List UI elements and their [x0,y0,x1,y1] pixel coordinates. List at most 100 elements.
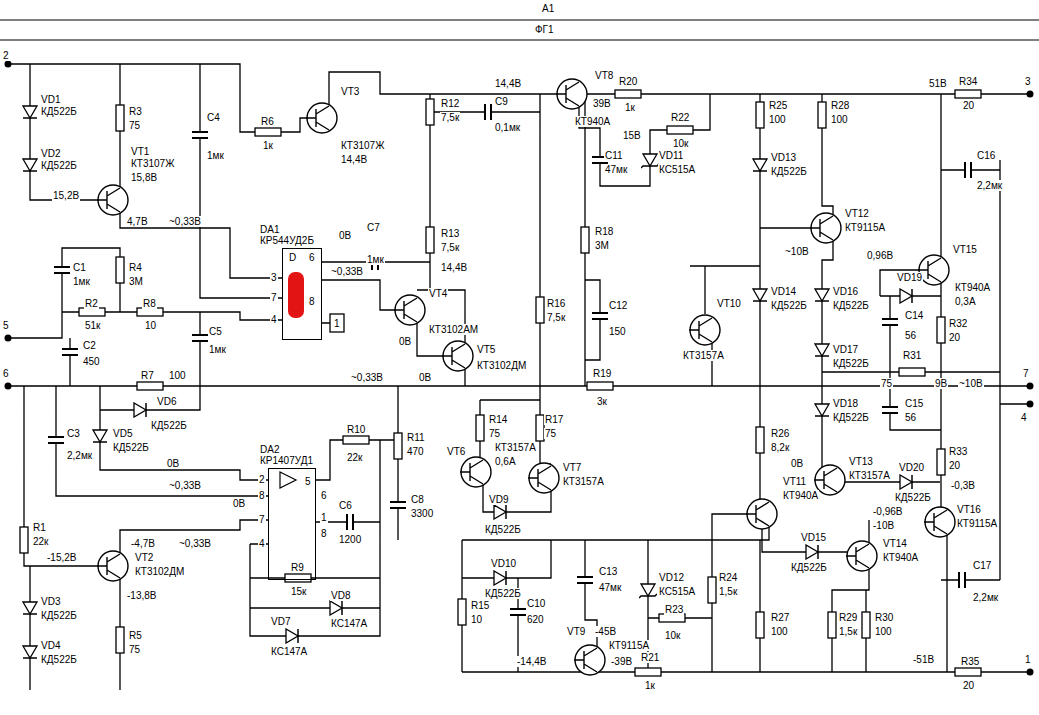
component-label: 100 [770,626,789,637]
component-label: КТ3157А [562,476,605,487]
resistor-symbol [937,449,945,475]
resistor-symbol [458,599,466,625]
resistor-symbol [899,368,925,376]
component-label: VT3 [340,86,360,97]
diode-symbol [494,571,506,585]
component-label: R34 [958,76,978,87]
component-label: R14 [488,414,508,425]
transistor-symbol [528,463,559,493]
component-label: R22 [670,112,690,123]
component-label: КД522Б [112,442,150,453]
component-label: 7,5к [440,112,460,123]
component-label: C16 [976,150,996,161]
component-label: R19 [592,368,612,379]
component-label: 8 [258,490,266,501]
component-label: R21 [640,652,660,663]
component-label: C14 [904,310,924,321]
component-label: C8 [410,494,425,505]
component-label: КД522Б [150,420,188,431]
component-label: VD20 [898,462,925,473]
component-label: VT4 [428,288,448,299]
resistor-symbol [862,612,870,638]
component-label: 1200 [338,534,362,545]
component-label: 22к [32,536,50,547]
component-label: 8,2к [770,442,790,453]
resistor-symbol [828,612,836,638]
component-label: R3 [128,106,143,117]
chip-designation: DA1 КР544УД2Б [259,224,319,246]
diode-symbol [806,545,818,559]
diode-symbol [93,430,107,442]
component-label: 3 [270,272,278,283]
component-label: 51В [928,78,948,89]
zener-symbol [639,584,657,598]
transistor-symbol [97,551,128,581]
capacitor-symbol [61,349,79,355]
component-label: -45В [594,626,617,637]
component-label: VT12 [844,208,870,219]
component-label: 3М [594,240,610,251]
component-label: 0В [232,498,246,509]
diode-symbol [23,602,37,614]
component-label: R8 [142,298,157,309]
component-label: VD19 [896,272,923,283]
resistor-symbol [79,308,105,316]
component-label: R31 [902,350,922,361]
component-label: КТ940А [954,282,991,293]
component-label: C12 [608,300,628,311]
component-label: 20 [962,100,975,111]
component-label: 14,4В [440,262,468,273]
component-label: 39В [592,98,612,109]
component-label: КД522Б [40,106,78,117]
component-label: 1мк [366,254,385,265]
resistor-symbol [394,433,402,459]
capacitor-symbol [53,267,71,273]
component-label: C6 [338,500,353,511]
component-label: 2 [2,50,10,61]
component-label: -14,4В [516,656,547,667]
component-label: 0В [418,372,432,383]
component-label: 3М [128,276,144,287]
component-label: R24 [718,572,738,583]
component-label: 0В [166,458,180,469]
component-label: 100 [830,114,849,125]
component-label: 10к [672,138,690,149]
transistor-symbol [846,541,877,571]
component-label: VT6 [446,446,466,457]
component-label: C3 [66,428,81,439]
component-label: 15,8В [130,172,158,183]
diode-symbol [815,344,829,356]
capacitor-symbol [881,407,899,413]
capacitor-symbol [47,437,65,443]
component-label: R11 [406,432,426,443]
resistor-symbol [756,612,764,638]
component-label: VT9 [566,626,586,637]
component-label: КД522Б [770,166,808,177]
component-label: 75 [488,428,501,439]
component-label: 1мк [72,276,91,287]
component-label: VD5 [112,428,133,439]
resistor-symbol [955,668,981,676]
component-label: ~10В [958,378,984,389]
component-label: 150 [608,326,627,337]
component-label: -39В [610,656,633,667]
component-label: R25 [768,100,788,111]
component-label: R20 [618,76,638,87]
component-label: КС147А [270,646,308,657]
component-label: 56 [904,330,917,341]
component-label: 1 [333,318,341,329]
component-label: VT11 [782,476,807,487]
component-label: 1,5к [718,586,738,597]
component-label: R30 [874,612,894,623]
component-label: VD4 [40,640,61,651]
component-label: 7,5к [546,312,566,323]
component-label: 1мк [206,150,225,161]
resistor-symbol [116,105,124,131]
component-label: 7 [270,292,278,303]
transistor-symbol [442,341,473,371]
capacitor-symbol [389,502,407,508]
component-label: R18 [594,226,614,237]
component-label: 6 [308,252,316,263]
component-label: -13,8В [126,590,157,601]
